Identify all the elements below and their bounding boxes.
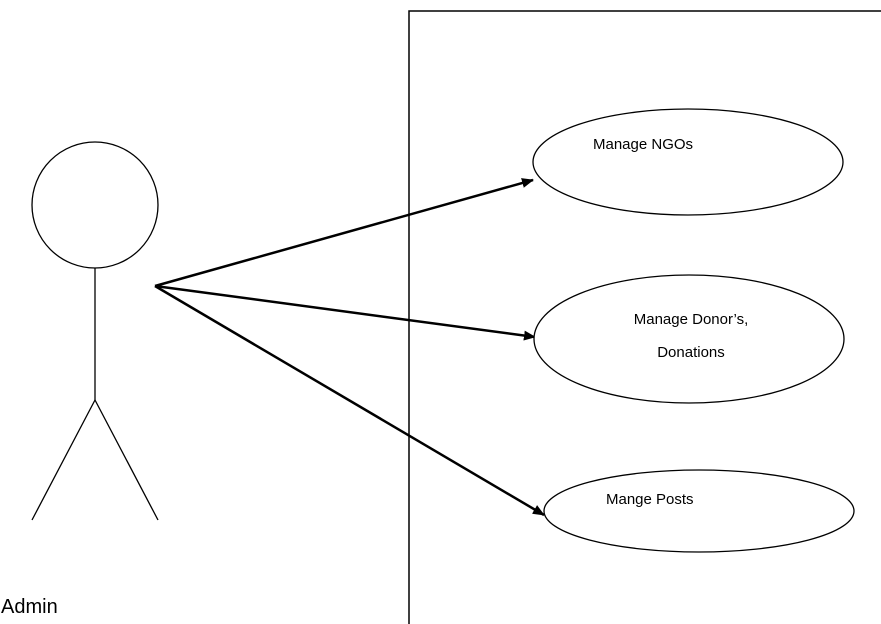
actor-head <box>31 141 159 269</box>
association-arrow-manage-ngos <box>154 178 534 288</box>
association-arrow-manage-donors <box>154 284 536 341</box>
use-case-label: Mange Posts <box>606 491 694 508</box>
actor-label: Admin <box>1 596 58 618</box>
use-case-ellipse <box>533 274 845 404</box>
association-arrow-manage-posts <box>154 284 545 517</box>
use-case-ellipse <box>532 108 844 216</box>
actor-right-leg <box>94 399 159 521</box>
use-case-ellipse <box>543 469 855 553</box>
use-case-manage-donors-donations: Manage Donor’s, Donations <box>533 274 845 404</box>
actor-admin <box>31 141 159 521</box>
system-boundary <box>408 10 881 624</box>
use-case-label-line-2: Donations <box>657 344 725 361</box>
actor-left-leg <box>31 399 96 521</box>
use-case-label: Manage NGOs <box>593 136 693 153</box>
use-case-label-line-1: Manage Donor’s, <box>634 311 749 328</box>
use-case-mange-posts: Mange Posts <box>543 469 855 553</box>
use-case-manage-ngos: Manage NGOs <box>532 108 844 216</box>
